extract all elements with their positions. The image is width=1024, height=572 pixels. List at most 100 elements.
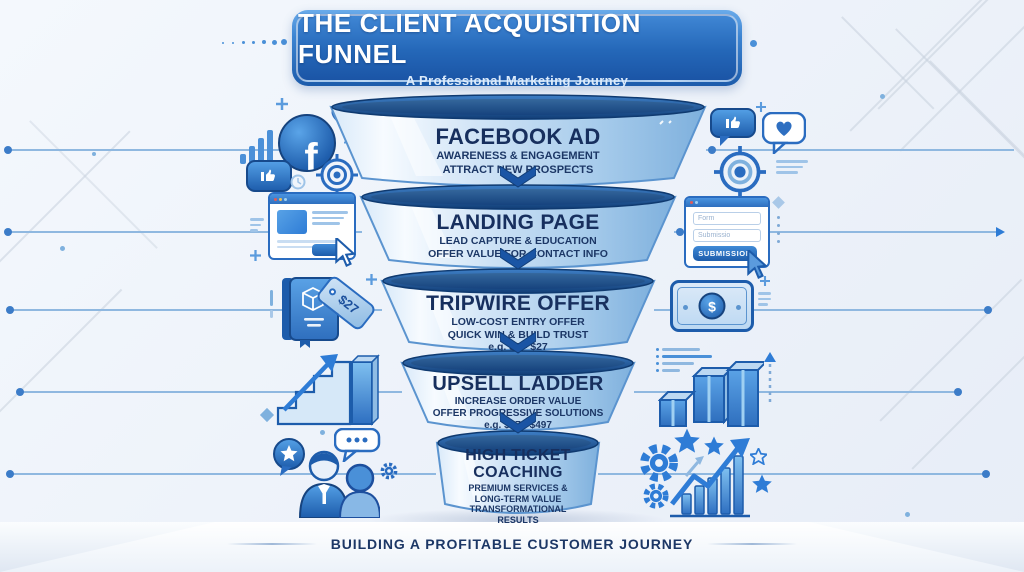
connector-dot bbox=[6, 306, 14, 314]
decor-line bbox=[895, 28, 1024, 207]
funnel-stage-facebook-ad: FACEBOOK AD AWARENESS & ENGAGEMENT ATTRA… bbox=[329, 94, 707, 190]
connector-line bbox=[706, 149, 1014, 151]
growth-stairs-left bbox=[259, 348, 382, 430]
connector-line bbox=[8, 309, 382, 311]
coaching-cluster-left bbox=[272, 428, 398, 518]
decor-line bbox=[911, 326, 1024, 470]
stage-title: TRIPWIRE OFFER bbox=[426, 292, 610, 315]
page-subtitle: A Professional Marketing Journey bbox=[405, 73, 629, 88]
money-icon: $ bbox=[670, 280, 754, 332]
flow-arrow-icon bbox=[500, 412, 536, 434]
form-field: Submissio bbox=[693, 229, 761, 242]
decor-dot bbox=[880, 94, 885, 99]
boxes-icon bbox=[658, 361, 764, 427]
sparkle-icon bbox=[366, 274, 377, 285]
stairs-icon bbox=[276, 354, 380, 426]
decor-diamond bbox=[259, 407, 275, 423]
decor-line bbox=[929, 60, 1024, 210]
decor-dot bbox=[905, 512, 910, 517]
facebook-letter: f bbox=[304, 136, 318, 172]
cursor-icon bbox=[335, 238, 357, 268]
text-lines-icon bbox=[758, 292, 771, 309]
connector-dot bbox=[16, 388, 24, 396]
connector-dot bbox=[4, 228, 12, 236]
connector-line bbox=[654, 309, 988, 311]
chat-bubble-icon bbox=[334, 428, 381, 462]
flow-arrow-icon bbox=[500, 166, 536, 188]
price-tag-label: $27 bbox=[335, 291, 362, 317]
stage-title: FACEBOOK AD bbox=[435, 124, 601, 149]
stage-line: TRANSFORMATIONAL bbox=[469, 504, 567, 514]
star-icon bbox=[704, 436, 724, 455]
decor-dot bbox=[60, 246, 65, 251]
form-window-icon: Form Submissio SUBMISSION bbox=[684, 196, 770, 268]
decor-dot bbox=[320, 430, 325, 435]
sparkle-icon bbox=[250, 250, 261, 261]
gear-icon bbox=[380, 462, 398, 480]
footer-dash bbox=[707, 543, 798, 545]
page-title: THE CLIENT ACQUISITION FUNNEL bbox=[298, 8, 642, 69]
heart-bubble-icon bbox=[762, 112, 806, 154]
funnel-stage-high-ticket-coaching: HIGH TICKET COACHING PREMIUM SERVICES & … bbox=[435, 430, 601, 525]
sparkle-icon bbox=[276, 98, 288, 110]
decor-line bbox=[841, 16, 935, 110]
pedestal: BUILDING A PROFITABLE CUSTOMER JOURNEY bbox=[0, 522, 1024, 572]
growth-chart-icon bbox=[670, 438, 750, 518]
stage-title: UPSELL LADDER bbox=[432, 373, 604, 395]
cursor-icon bbox=[747, 250, 769, 280]
decor-line bbox=[877, 0, 1024, 110]
thumbs-up-icon bbox=[246, 160, 292, 192]
flow-arrow-icon bbox=[500, 248, 536, 270]
clock-icon bbox=[290, 174, 306, 190]
connector-dot bbox=[4, 146, 12, 154]
connector-line bbox=[674, 231, 996, 233]
target-icon bbox=[714, 146, 766, 198]
decor-line bbox=[879, 278, 1022, 422]
title-banner: THE CLIENT ACQUISITION FUNNEL A Professi… bbox=[292, 8, 742, 88]
stage-line: ATTRACT NEW PROSPECTS bbox=[442, 163, 594, 176]
funnel-stage-landing-page: LANDING PAGE LEAD CAPTURE & EDUCATION OF… bbox=[359, 184, 677, 272]
connector-line bbox=[8, 473, 436, 475]
stage-line: AWARENESS & ENGAGEMENT bbox=[436, 150, 600, 162]
stage-line: OFFER PROGRESSIVE SOLUTIONS bbox=[432, 408, 604, 419]
star-bubble-icon bbox=[273, 438, 305, 476]
connector-dot bbox=[982, 470, 990, 478]
submission-button: SUBMISSION bbox=[693, 246, 757, 261]
star-icon bbox=[750, 448, 767, 465]
subtitle-dash bbox=[638, 79, 703, 82]
stage-line: LOW-COST ENTRY OFFER bbox=[451, 316, 585, 328]
tripwire-cluster-left: $27 bbox=[270, 272, 380, 350]
decor-line bbox=[849, 0, 1000, 132]
stage-line: LONG-TERM VALUE bbox=[474, 493, 562, 504]
sparkle-icon bbox=[760, 276, 770, 286]
subtitle-dash bbox=[331, 79, 396, 82]
coaching-people-icon bbox=[298, 450, 380, 518]
connector-line bbox=[18, 391, 402, 393]
money-cluster-right: $ bbox=[668, 276, 772, 340]
stage-line: PREMIUM SERVICES & bbox=[468, 483, 568, 493]
social-cluster-right bbox=[700, 102, 812, 202]
connector-dot bbox=[984, 306, 992, 314]
gear-icon bbox=[643, 483, 669, 509]
text-lines-icon bbox=[776, 160, 808, 177]
connector-dot bbox=[6, 470, 14, 478]
decor-dot-column bbox=[777, 216, 780, 243]
stage-line: QUICK WIN & BUILD TRUST bbox=[447, 328, 589, 341]
stage-line: OFFER VALUE FOR CONTACT INFO bbox=[428, 248, 608, 260]
connector-line bbox=[6, 231, 362, 233]
results-cluster-right bbox=[638, 424, 772, 520]
connector-arrowhead bbox=[996, 227, 1005, 237]
flow-arrow-icon bbox=[500, 332, 536, 354]
gear-icon bbox=[640, 444, 678, 482]
connector-line bbox=[598, 473, 986, 475]
landing-page-cluster-left bbox=[250, 190, 362, 270]
connector-dot bbox=[708, 146, 716, 154]
star-icon bbox=[674, 428, 700, 453]
connector-line bbox=[6, 149, 330, 151]
stage-line: RESULTS bbox=[497, 514, 539, 525]
list-lines-icon bbox=[656, 348, 712, 372]
packages-cluster-right bbox=[656, 346, 776, 432]
connector-dot bbox=[954, 388, 962, 396]
funnel-stage-tripwire-offer: TRIPWIRE OFFER LOW-COST ENTRY OFFER QUIC… bbox=[380, 268, 656, 354]
form-field: Form bbox=[693, 212, 761, 225]
